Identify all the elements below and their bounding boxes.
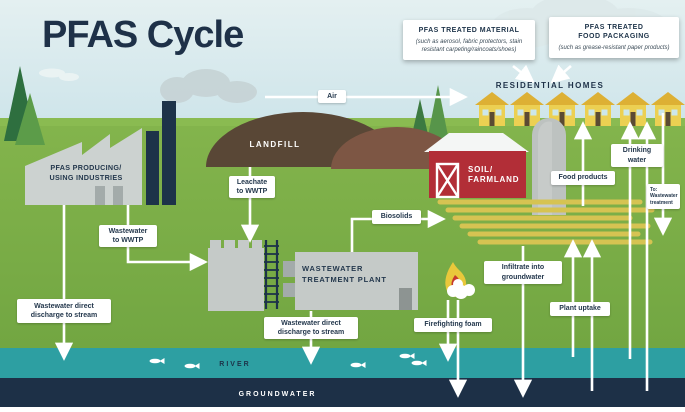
callout-food-packaging: PFAS TREATED FOOD PACKAGING (such as gre… (549, 17, 679, 59)
river-label: RIVER (219, 361, 251, 368)
drinking-water-label: Drinking water (611, 144, 663, 167)
crop-rows (437, 199, 655, 245)
to-wastewater-treatment-label: To: Wastewater treatment (647, 184, 680, 209)
groundwater-band (0, 378, 685, 407)
industry-direct-discharge-label: Wastewater direct discharge to stream (17, 299, 111, 323)
factory-smoke (160, 69, 257, 103)
callout-title: PFAS TREATED FOOD PACKAGING (578, 24, 650, 41)
callout-subtitle: (such as grease-resistant paper products… (558, 45, 670, 52)
callout-subtitle: (such as aerosol, fabric protectors, sta… (415, 39, 523, 54)
callout-title: PFAS TREATED MATERIAL (418, 27, 520, 34)
foam-icon (447, 279, 475, 299)
groundwater-label: GROUNDWATER (238, 391, 317, 398)
plant-uptake-label: Plant uptake (550, 302, 610, 316)
smokestack-icon (146, 131, 159, 205)
page-title: PFAS Cycle (42, 14, 244, 56)
air-label: Air (318, 90, 346, 103)
smokestack-icon (162, 101, 176, 205)
soil-farmland-label: SOIL/ FARMLAND (468, 165, 520, 185)
wastewater-to-wwtp-label: Wastewater to WWTP (99, 225, 157, 247)
wwtp-buildings (208, 240, 418, 311)
pine-tree-icon (15, 93, 45, 145)
food-products-label: Food products (551, 171, 615, 185)
residential-homes-label: RESIDENTIAL HOMES (495, 81, 605, 90)
barn-door-icon (435, 162, 460, 199)
factory-building (25, 101, 176, 205)
industries-label: PFAS PRODUCING/ USING INDUSTRIES (49, 163, 123, 182)
leachate-label: Leachate to WWTP (229, 176, 275, 198)
pine-tree-icon (427, 85, 449, 141)
infiltrate-label: Infiltrate into groundwater (484, 261, 562, 284)
arrow-wastewater-to-wwtp (126, 205, 208, 272)
arrow-packaging-to-homes (550, 64, 572, 84)
cloud-left (39, 68, 79, 81)
biosolids-label: Biosolids (372, 210, 421, 224)
arrow-material-to-homes (512, 64, 535, 84)
barn (424, 133, 529, 199)
residential-houses (475, 92, 685, 126)
callout-treated-material: PFAS TREATED MATERIAL (such as aerosol, … (403, 20, 535, 61)
wwtp-label: WASTEWATER TREATMENT PLANT (302, 264, 387, 284)
river-band (0, 348, 685, 378)
wwtp-direct-discharge-label: Wastewater direct discharge to stream (264, 317, 358, 339)
landfill-label: LANDFILL (249, 140, 301, 149)
fish-icons (149, 353, 427, 369)
silo (532, 118, 566, 215)
firefighting-foam-label: Firefighting foam (414, 318, 492, 332)
ladder-icon (264, 240, 279, 309)
